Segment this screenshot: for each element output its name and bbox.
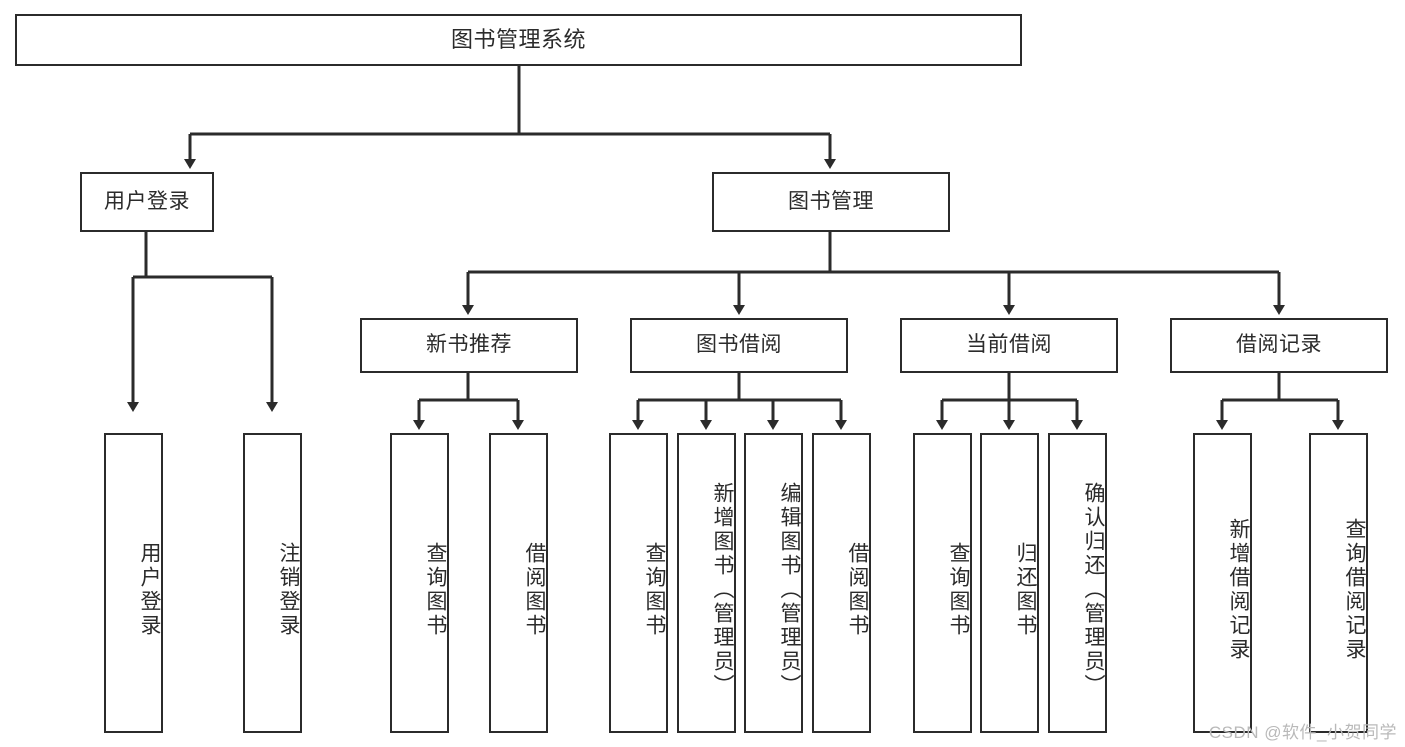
node-new-book-recommend-label: 新书推荐 bbox=[426, 333, 512, 357]
node-user-login[interactable]: 用户登录 bbox=[80, 172, 214, 232]
leaf-user-login[interactable]: 用户登录 bbox=[104, 433, 163, 733]
leaf-user-logout-label: 注销登录 bbox=[277, 542, 300, 638]
leaf-current-confirm-return[interactable]: 确认归还（管理员） bbox=[1048, 433, 1107, 733]
node-book-borrow-label: 图书借阅 bbox=[696, 333, 782, 357]
leaf-record-add-label: 新增借阅记录 bbox=[1227, 518, 1250, 662]
leaf-newbook-search-book[interactable]: 查询图书 bbox=[390, 433, 449, 733]
leaf-user-login-label: 用户登录 bbox=[138, 542, 161, 638]
node-current-borrow-label: 当前借阅 bbox=[966, 333, 1052, 357]
node-new-book-recommend[interactable]: 新书推荐 bbox=[360, 318, 578, 373]
leaf-current-search-book[interactable]: 查询图书 bbox=[913, 433, 972, 733]
leaf-current-search-book-label: 查询图书 bbox=[947, 542, 970, 638]
leaf-user-logout[interactable]: 注销登录 bbox=[243, 433, 302, 733]
watermark: CSDN @软件_小贺同学 bbox=[1208, 723, 1397, 742]
leaf-borrow-search-book-label: 查询图书 bbox=[643, 542, 666, 638]
leaf-newbook-search-book-label: 查询图书 bbox=[424, 542, 447, 638]
node-current-borrow[interactable]: 当前借阅 bbox=[900, 318, 1118, 373]
node-book-borrow[interactable]: 图书借阅 bbox=[630, 318, 848, 373]
leaf-borrow-edit-book-label: 编辑图书（管理员） bbox=[778, 482, 801, 698]
leaf-current-return-book[interactable]: 归还图书 bbox=[980, 433, 1039, 733]
leaf-current-return-book-label: 归还图书 bbox=[1014, 542, 1037, 638]
leaf-borrow-borrow-book-label: 借阅图书 bbox=[846, 542, 869, 638]
leaf-newbook-borrow-book-label: 借阅图书 bbox=[523, 542, 546, 638]
leaf-record-search-label: 查询借阅记录 bbox=[1343, 518, 1366, 662]
node-root-label: 图书管理系统 bbox=[450, 27, 586, 53]
node-book-manage-label: 图书管理 bbox=[788, 189, 874, 213]
leaf-newbook-borrow-book[interactable]: 借阅图书 bbox=[489, 433, 548, 733]
leaf-borrow-borrow-book[interactable]: 借阅图书 bbox=[812, 433, 871, 733]
leaf-current-confirm-return-label: 确认归还（管理员） bbox=[1082, 482, 1105, 698]
leaf-borrow-search-book[interactable]: 查询图书 bbox=[609, 433, 668, 733]
leaf-record-search[interactable]: 查询借阅记录 bbox=[1309, 433, 1368, 733]
node-borrow-record[interactable]: 借阅记录 bbox=[1170, 318, 1388, 373]
leaf-borrow-edit-book[interactable]: 编辑图书（管理员） bbox=[744, 433, 803, 733]
node-borrow-record-label: 借阅记录 bbox=[1236, 333, 1322, 357]
node-user-login-label: 用户登录 bbox=[104, 189, 190, 213]
node-root[interactable]: 图书管理系统 bbox=[15, 14, 1022, 66]
node-book-manage[interactable]: 图书管理 bbox=[712, 172, 950, 232]
leaf-record-add[interactable]: 新增借阅记录 bbox=[1193, 433, 1252, 733]
leaf-borrow-add-book[interactable]: 新增图书（管理员） bbox=[677, 433, 736, 733]
leaf-borrow-add-book-label: 新增图书（管理员） bbox=[711, 482, 734, 698]
